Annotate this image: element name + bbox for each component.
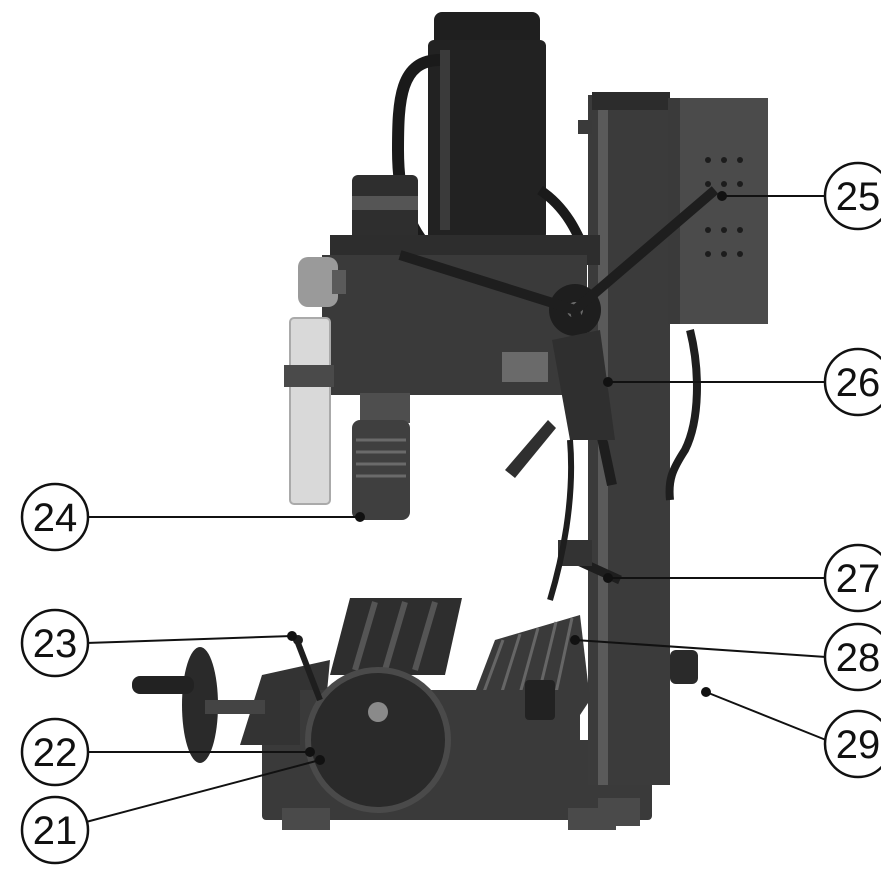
- encoder-ring: [352, 196, 418, 210]
- base-foot-back: [598, 798, 640, 826]
- control-box-vent-holes: [705, 157, 743, 257]
- head-cable: [547, 439, 575, 601]
- table-slots: [352, 601, 438, 671]
- table-lock-lever: [295, 641, 323, 702]
- headstock-label-plate: [502, 352, 548, 382]
- head-bracket: [552, 330, 615, 440]
- callout-27: 27: [823, 543, 881, 613]
- y-handwheel: [308, 670, 448, 810]
- callout-21: 21: [20, 795, 90, 865]
- chip-shield-bracket: [284, 365, 334, 387]
- motor-highlight: [440, 50, 450, 230]
- callout-24: 24: [20, 482, 90, 552]
- chip-shield: [289, 317, 331, 505]
- column-tilt-knob: [670, 650, 698, 684]
- callout-29-label: 29: [836, 723, 881, 767]
- feed-handle-left: [398, 250, 577, 315]
- power-cable: [665, 329, 701, 501]
- callout-25: 25: [823, 161, 881, 231]
- callout-28: 28: [823, 622, 881, 692]
- callout-21-label: 21: [33, 809, 78, 853]
- y-handwheel-hub: [368, 702, 388, 722]
- callout-28-label: 28: [836, 636, 881, 680]
- drill-chuck-knurl: [356, 438, 406, 478]
- callout-29: 29: [823, 709, 881, 779]
- leader-lines: [85, 191, 827, 823]
- callout-27-label: 27: [836, 557, 881, 601]
- gib-screw: [525, 680, 555, 720]
- feed-handle-up: [571, 186, 719, 314]
- callout-23: 23: [20, 608, 90, 678]
- callout-25-label: 25: [836, 175, 881, 219]
- callout-22: 22: [20, 717, 90, 787]
- drill-chuck: [352, 420, 410, 520]
- callout-22-label: 22: [33, 731, 78, 775]
- x-handwheel-shaft: [205, 700, 265, 714]
- callout-26-label: 26: [836, 361, 881, 405]
- column-bolt: [578, 120, 592, 134]
- motor-body: [428, 40, 546, 240]
- fine-feed-knob: [298, 257, 338, 307]
- y-handwheel-rim: [305, 667, 451, 813]
- callout-26: 26: [823, 347, 881, 417]
- milling-machine-illustration: [132, 12, 768, 830]
- callout-24-label: 24: [33, 496, 78, 540]
- base-foot-left: [282, 808, 330, 830]
- column-top-plate: [592, 92, 670, 110]
- spindle-nose: [360, 393, 410, 423]
- depth-stop-rod: [505, 420, 556, 478]
- control-box-front: [668, 98, 680, 324]
- x-handwheel-handle: [132, 676, 194, 694]
- x-handwheel: [182, 647, 218, 763]
- fine-feed-knob-shaft: [332, 270, 346, 294]
- callout-23-label: 23: [33, 622, 78, 666]
